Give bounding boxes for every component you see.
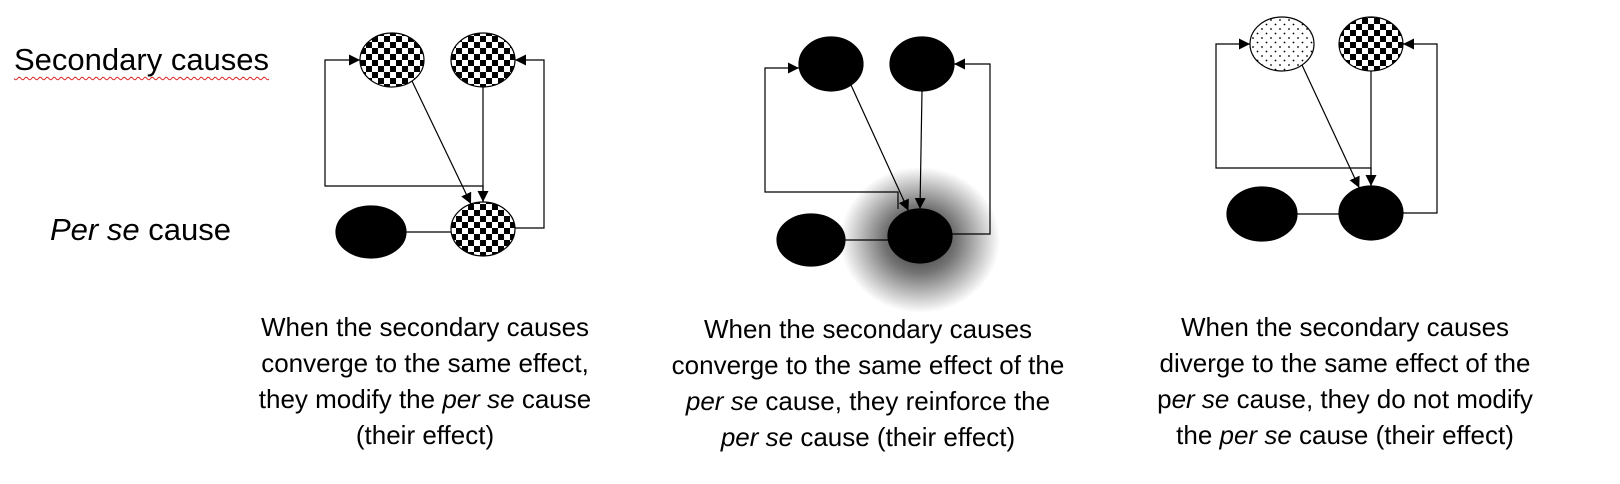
italic-term: per se bbox=[685, 386, 759, 416]
feedback-arrow-left bbox=[764, 62, 899, 209]
feedback-arrow-right bbox=[1403, 38, 1438, 214]
secondary-cause-left-node bbox=[798, 36, 864, 92]
secondary-cause-left-node bbox=[359, 32, 425, 88]
effect-node bbox=[335, 205, 407, 259]
per-se-cause-node bbox=[1338, 185, 1404, 241]
caption-line: When the secondary causes bbox=[703, 314, 1033, 344]
caption-line: per se cause, they do not modify bbox=[1157, 384, 1533, 414]
cause-arrow-left bbox=[411, 80, 472, 205]
panel-diverge-no-modify bbox=[1215, 16, 1438, 242]
italic-term: per se bbox=[720, 422, 794, 452]
feedback-arrow-right bbox=[515, 54, 545, 229]
caption-line: they modify the per se cause bbox=[258, 384, 592, 414]
cause-arrow-left bbox=[850, 84, 910, 212]
caption-line: per se cause, they reinforce the bbox=[685, 386, 1051, 416]
caption-line: converge to the same effect of the bbox=[671, 350, 1065, 380]
feedback-arrow-right bbox=[952, 58, 991, 235]
secondary-cause-right-node bbox=[450, 32, 516, 88]
caption-panel-3: When the secondary causes diverge to the … bbox=[1145, 309, 1545, 453]
per-se-italic: Per se bbox=[50, 212, 140, 247]
caption-line: When the secondary causes bbox=[260, 312, 590, 342]
panel-converge-modify bbox=[324, 32, 545, 259]
cause-arrow-right bbox=[914, 90, 926, 210]
caption-line: diverge to the same effect of the bbox=[1159, 348, 1531, 378]
italic-term: per se bbox=[1219, 420, 1292, 450]
caption-panel-1: When the secondary causes converge to the… bbox=[225, 309, 625, 453]
per-se-cause-node bbox=[450, 201, 516, 257]
secondary-word: Secondary causes bbox=[14, 42, 270, 77]
cause-arrow-left bbox=[1301, 64, 1360, 189]
secondary-cause-right-node bbox=[889, 36, 955, 92]
caption-line: (their effect) bbox=[355, 420, 495, 450]
caption-panel-2: When the secondary causes converge to the… bbox=[668, 311, 1068, 455]
italic-term: er se bbox=[1171, 384, 1230, 414]
secondary-causes-label: Secondary causes bbox=[14, 42, 269, 78]
italic-term: per se bbox=[442, 384, 515, 414]
effect-node bbox=[776, 213, 846, 267]
cause-word: cause bbox=[139, 212, 231, 247]
per-se-cause-label: Per se cause bbox=[50, 212, 231, 248]
effect-node bbox=[1226, 186, 1298, 242]
caption-line: per se cause (their effect) bbox=[720, 422, 1016, 452]
panel-converge-reinforce bbox=[764, 36, 1000, 313]
secondary-cause-right-node bbox=[1338, 16, 1404, 72]
caption-line: converge to the same effect, bbox=[261, 348, 589, 378]
caption-line: When the secondary causes bbox=[1180, 312, 1510, 342]
per-se-cause-node bbox=[887, 208, 953, 264]
caption-line: the per se cause (their effect) bbox=[1176, 420, 1514, 450]
secondary-cause-left-node bbox=[1249, 16, 1315, 72]
